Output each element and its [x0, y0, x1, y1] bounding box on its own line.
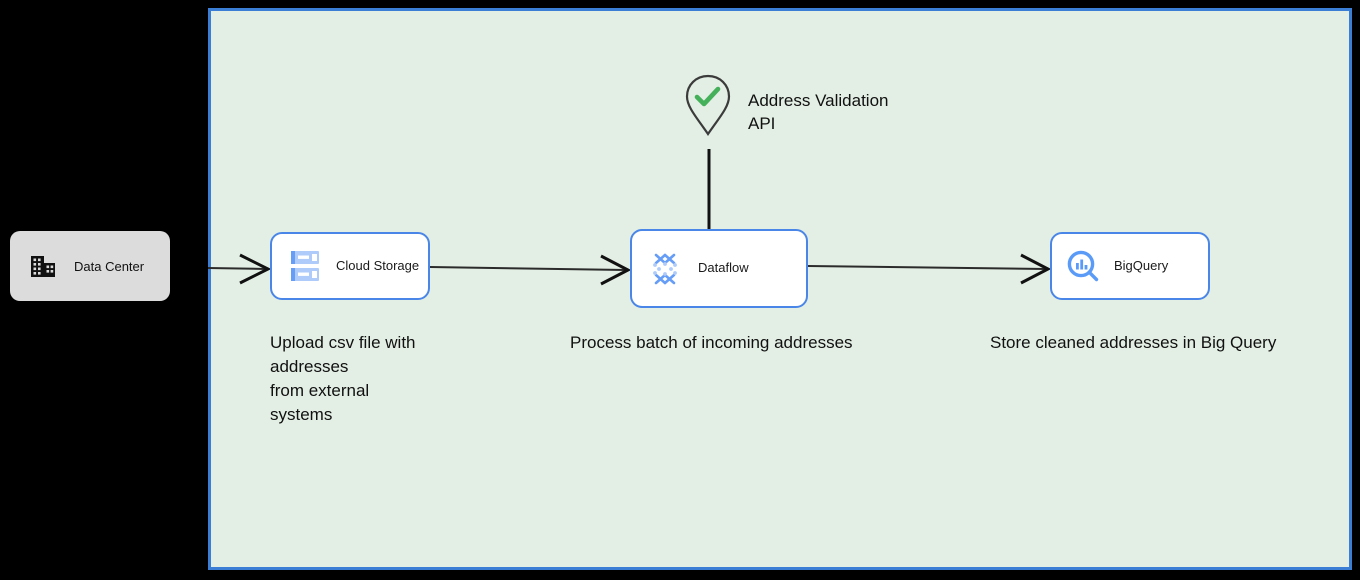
node-data-center[interactable]: Data Center [10, 231, 170, 301]
node-label-bigquery: BigQuery [1114, 257, 1169, 273]
map-pin-check-icon [685, 74, 731, 136]
node-label-dataflow: Dataflow [698, 260, 749, 276]
caption-dataflow: Process batch of incoming addresses [570, 333, 853, 352]
node-dataflow[interactable]: Dataflow [630, 229, 808, 308]
node-cloud-storage[interactable]: Cloud Storage [270, 232, 430, 300]
bigquery-icon [1067, 250, 1099, 282]
dataflow-icon [653, 253, 677, 284]
node-label-cloud-storage: Cloud Storage [336, 257, 420, 273]
office-building-icon [31, 256, 55, 277]
cloud-storage-icon [291, 251, 319, 281]
caption-cloud-storage: Upload csv file with addresses from exte… [270, 333, 416, 424]
api-label: Address Validation API [748, 91, 889, 133]
node-bigquery[interactable]: BigQuery [1050, 232, 1210, 300]
node-label-data-center: Data Center [74, 258, 145, 274]
caption-bigquery: Store cleaned addresses in Big Query [990, 333, 1277, 352]
